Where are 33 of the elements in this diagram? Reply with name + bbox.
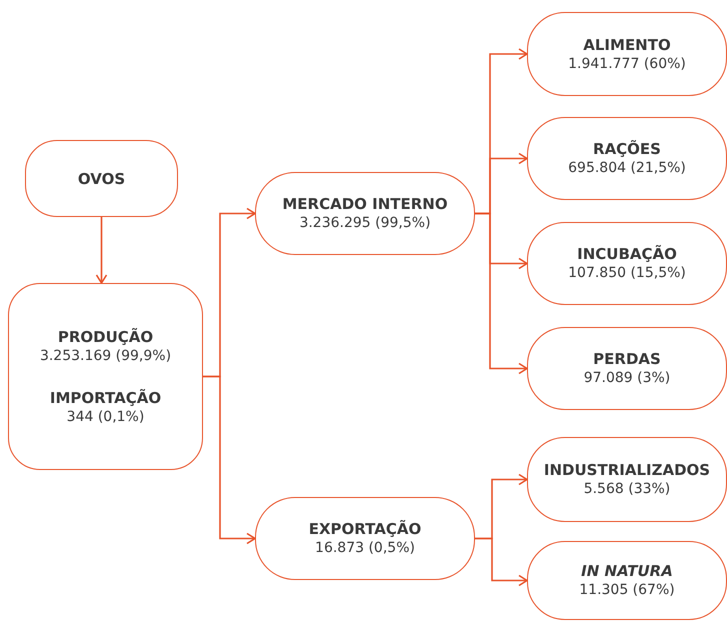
value-text: 5.568 (33%) [584, 480, 670, 499]
category-title: OVOS [78, 168, 126, 188]
category-title: IN NATURA [581, 561, 673, 581]
category-box [527, 12, 727, 96]
category-title: EXPORTAÇÃO [308, 519, 422, 539]
value-text: 3.236.295 (99,5%) [299, 214, 431, 233]
value-text: 97.089 (3%) [584, 369, 670, 388]
source-box [8, 283, 203, 470]
category-box [527, 437, 727, 522]
category-title: INDUSTRIALIZADOS [544, 460, 710, 480]
connector-arrow [203, 376, 256, 544]
value-text: 344 (0,1%) [66, 408, 144, 426]
value-text: 3.253.169 (99,9%) [40, 346, 172, 366]
category-box [527, 327, 727, 410]
category-title: IMPORTAÇÃO [50, 388, 162, 408]
category-title: INCUBAÇÃO [577, 244, 677, 264]
start-box [25, 140, 178, 217]
category-title: ALIMENTO [583, 34, 671, 54]
connector-arrow [96, 217, 108, 284]
category-box [527, 117, 727, 200]
value-text: 11.305 (67%) [579, 581, 675, 600]
value-text: 107.850 (15,5%) [568, 264, 686, 283]
connector-arrow [475, 538, 528, 586]
category-box [527, 541, 727, 620]
category-title: RAÇÕES [593, 139, 661, 159]
category-title: PERDAS [593, 349, 661, 369]
value-text: 695.804 (21,5%) [568, 159, 686, 178]
connector-arrow [475, 212, 528, 374]
value-text: 1.941.777 (60%) [568, 54, 686, 74]
category-box [527, 222, 727, 305]
category-title: PRODUÇÃO [58, 326, 154, 346]
value-text: 16.873 (0,5%) [315, 539, 415, 558]
category-title: MERCADO INTERNO [282, 194, 448, 214]
